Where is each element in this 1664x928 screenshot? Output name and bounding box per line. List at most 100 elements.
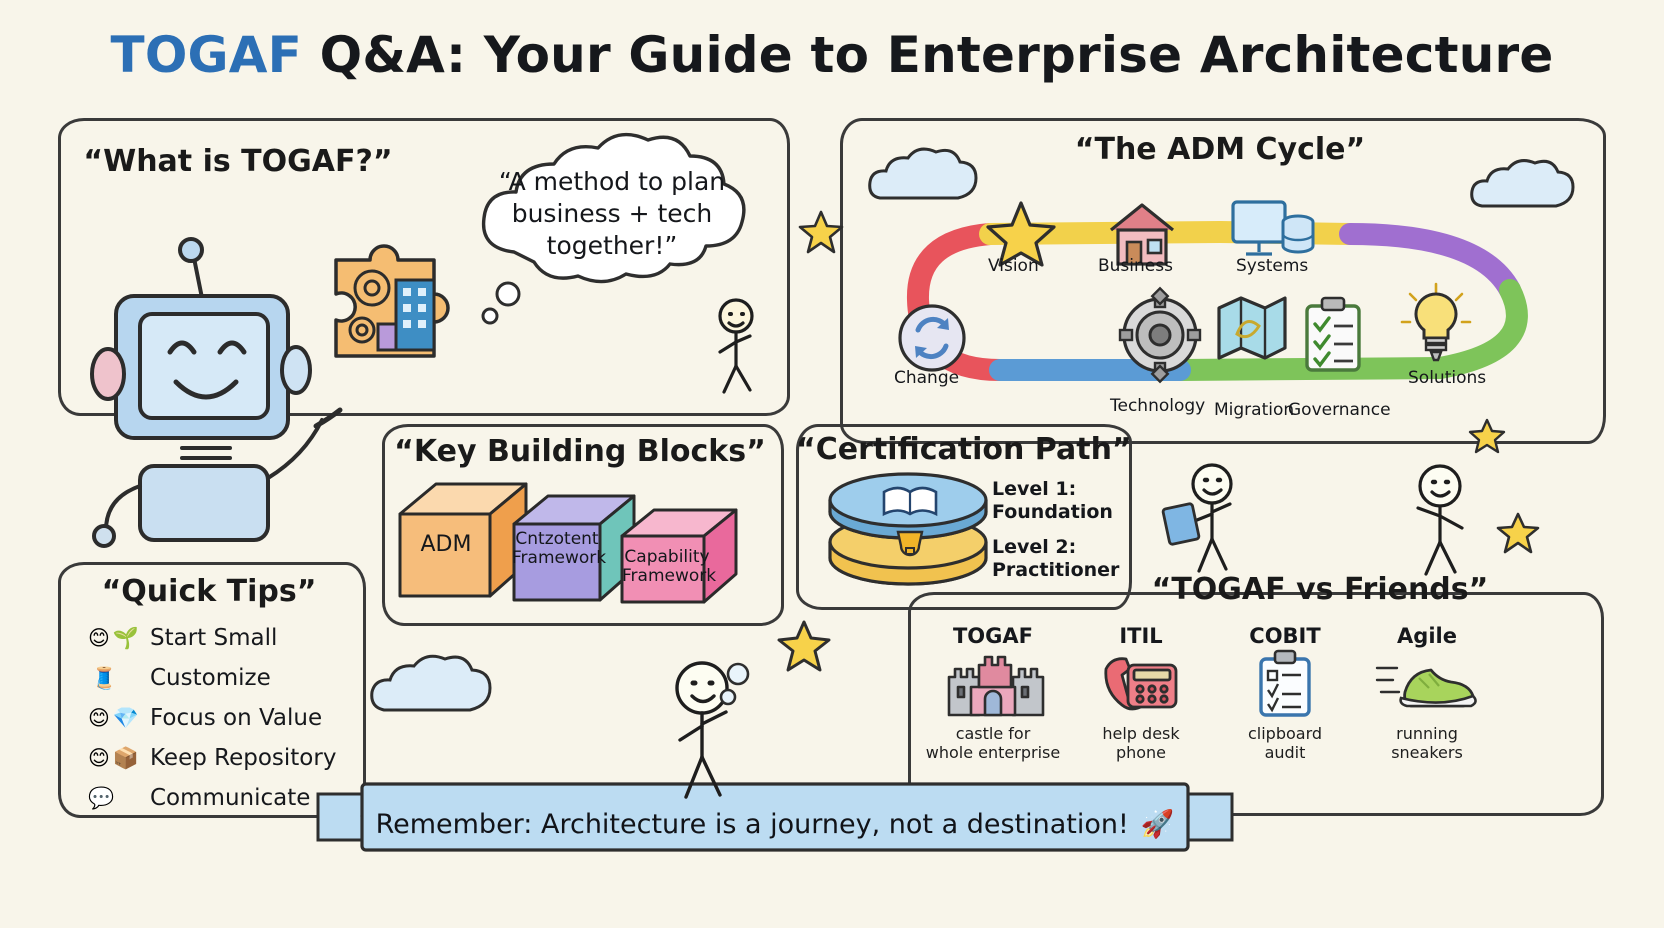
certification-level-2: Level 2: Practitioner: [992, 536, 1119, 582]
friends-column-cobit: COBIT clipboard audit: [1210, 624, 1360, 762]
level1-line2: Foundation: [992, 501, 1113, 524]
adm-step-governance: [1302, 296, 1364, 374]
adm-label-systems: Systems: [1236, 256, 1309, 276]
adm-step-technology: [1118, 286, 1202, 384]
adm-label-migration: Migration: [1214, 400, 1295, 420]
thought-cloud: “A method to plan business + tech togeth…: [462, 132, 762, 320]
telephone-icon: [1066, 648, 1216, 720]
block-content-line1: Cntzotent: [515, 529, 599, 549]
adm-step-vision: [985, 200, 1057, 268]
what-is-togaf-heading: “What is TOGAF?”: [83, 144, 393, 179]
thought-bubble-tail: [480, 281, 540, 332]
friends-column-itil: ITIL help desk phone: [1066, 624, 1216, 762]
friends-column-togaf: TOGAF castle for whole enterprise: [918, 624, 1068, 762]
friend-name: COBIT: [1249, 624, 1321, 648]
stick-figure-icon: [1160, 462, 1250, 582]
thread-icon: 🧵: [88, 665, 150, 690]
adm-label-vision: Vision: [988, 256, 1039, 276]
tip-label: Focus on Value: [150, 705, 323, 731]
friends-heading: “TOGAF vs Friends”: [1151, 572, 1489, 607]
block-adm-text: ADM: [420, 532, 472, 557]
friends-column-agile: Agile running sneakers: [1352, 624, 1502, 762]
block-label-content-framework: Cntzotent Framework: [512, 529, 607, 568]
smiley-box-icon: 😊 📦: [88, 745, 150, 770]
list-item[interactable]: 😊 🌱 Start Small: [88, 620, 388, 656]
banner-text: Remember: Architecture is a journey, not…: [375, 808, 1129, 840]
sneaker-icon: [1352, 648, 1502, 720]
friend-caption-line1: clipboard: [1247, 724, 1323, 743]
star-icon: [1468, 418, 1506, 454]
tip-icon2: 💎: [112, 705, 140, 730]
title-brand: TOGAF: [110, 26, 303, 84]
panel-adm-cycle: [840, 118, 1606, 444]
friend-caption-line2: whole enterprise: [925, 743, 1061, 763]
adm-step-migration: [1215, 292, 1289, 364]
quick-tips-list: 😊 🌱 Start Small 🧵 Customize 😊 💎 Focus on…: [88, 620, 388, 820]
puzzle-piece-icon: [318, 218, 468, 368]
page-title: TOGAF Q&A: Your Guide to Enterprise Arch…: [0, 26, 1664, 84]
bubble-line-2: business + tech: [511, 199, 713, 228]
panel-quick-tips: [58, 562, 366, 818]
adm-label-technology: Technology: [1110, 396, 1206, 416]
robot-icon: [78, 210, 368, 548]
star-icon: [798, 210, 844, 254]
panel-certification-path: [796, 424, 1132, 610]
level2-line2: Practitioner: [992, 559, 1120, 582]
block-capability-line2: Framework: [622, 565, 717, 586]
smiley-gem-icon: 😊 💎: [88, 705, 150, 730]
speech-bubble-icon: 💬: [88, 785, 150, 810]
certification-heading: “Certification Path”: [796, 432, 1132, 467]
tip-emoji: 😊: [88, 705, 110, 730]
quick-tips-heading: “Quick Tips”: [101, 574, 317, 609]
list-item[interactable]: 😊 💎 Focus on Value: [88, 700, 388, 736]
tip-label: Customize: [150, 665, 271, 691]
tip-emoji: 💬: [88, 785, 115, 810]
block-capability-line1: Capability: [624, 547, 710, 567]
castle-icon: [918, 648, 1068, 720]
smiley-seedling-icon: 😊 🌱: [88, 625, 150, 650]
cloud-icon: [868, 147, 998, 210]
rocket-icon: 🚀: [1140, 809, 1175, 840]
level2-line1: Level 2:: [992, 536, 1077, 558]
tip-emoji: 😊: [88, 745, 110, 770]
friend-caption-line1: castle for: [955, 724, 1031, 743]
thought-cloud-text: “A method to plan business + tech togeth…: [462, 166, 762, 262]
block-content-line2: Framework: [512, 547, 607, 568]
star-icon: [776, 620, 832, 674]
friend-caption: running sneakers: [1352, 724, 1502, 762]
adm-label-governance: Governance: [1288, 400, 1391, 420]
block-label-capability-framework: Capability Framework: [622, 547, 717, 586]
title-rest: Q&A: Your Guide to Enterprise Architectu…: [319, 26, 1554, 84]
adm-label-change: Change: [894, 368, 960, 388]
tip-label: Keep Repository: [150, 745, 337, 771]
adm-label-business: Business: [1098, 256, 1173, 276]
star-icon: [1496, 512, 1540, 554]
adm-step-solutions: [1400, 282, 1472, 364]
tip-label: Start Small: [150, 625, 278, 651]
certification-discs: [820, 472, 1000, 600]
clipboard-icon: [1210, 648, 1360, 720]
list-item[interactable]: 🧵 Customize: [88, 660, 388, 696]
building-blocks-heading: “Key Building Blocks”: [394, 434, 766, 469]
stick-figure-icon: [1394, 462, 1484, 587]
adm-step-change: [896, 302, 968, 374]
friend-caption: clipboard audit: [1210, 724, 1360, 762]
block-label-adm: ADM: [404, 532, 488, 557]
list-item[interactable]: 😊 📦 Keep Repository: [88, 740, 388, 776]
banner-ribbon: Remember: Architecture is a journey, not…: [310, 782, 1240, 862]
tip-label: Communicate: [150, 785, 311, 811]
tip-icon2: 🧵: [91, 665, 118, 690]
level1-line1: Level 1:: [992, 478, 1077, 500]
friend-name: ITIL: [1119, 624, 1163, 648]
adm-step-systems: [1230, 196, 1316, 268]
banner-text-wrap: Remember: Architecture is a journey, not…: [310, 784, 1240, 864]
friend-caption-line2: sneakers: [1391, 743, 1463, 763]
friend-caption-line2: audit: [1264, 743, 1306, 763]
friend-caption: castle for whole enterprise: [918, 724, 1068, 762]
list-item[interactable]: 💬 Communicate: [88, 780, 388, 816]
tip-icon2: 🌱: [112, 625, 140, 650]
adm-cycle-heading: “The ADM Cycle”: [1074, 132, 1366, 167]
building-block-cubes: [396, 478, 776, 608]
friend-caption-line1: running: [1396, 724, 1458, 743]
